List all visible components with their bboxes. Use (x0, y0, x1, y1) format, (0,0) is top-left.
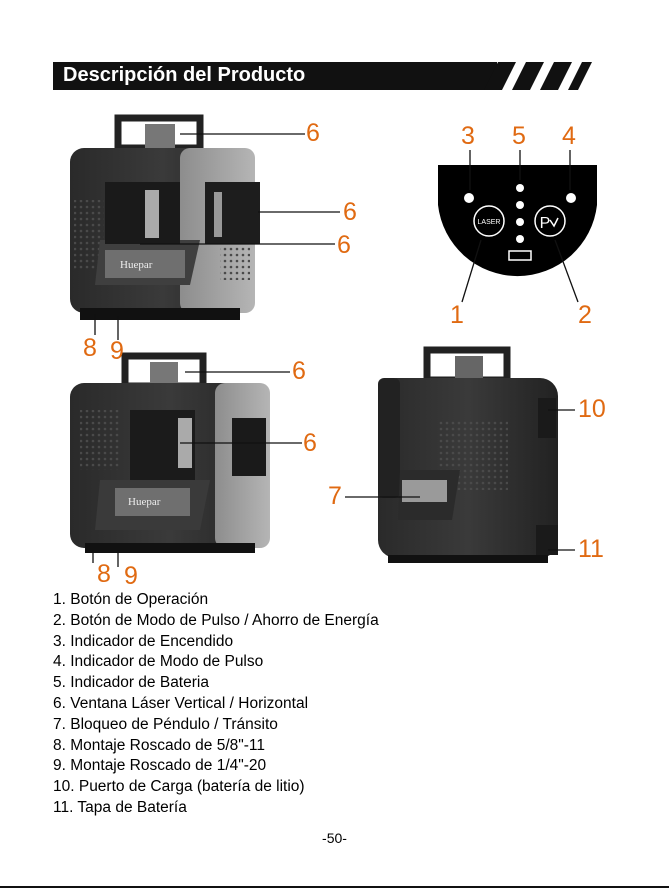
legend-item: 8. Montaje Roscado de 5/8"-11 (53, 736, 266, 754)
leader-lines (92, 133, 579, 567)
callout-8-bottom: 8 (97, 560, 111, 588)
svg-text:Huepar: Huepar (120, 259, 153, 271)
callout-3: 3 (461, 122, 475, 150)
device-rear-view (378, 346, 558, 563)
callout-6-front-window-2: 6 (303, 429, 317, 457)
callout-4: 4 (562, 122, 576, 150)
callout-10: 10 (578, 395, 606, 423)
callout-9-bottom: 9 (124, 562, 138, 590)
legend-item: 10. Puerto de Carga (batería de litio) (53, 778, 305, 796)
section-title-bar: Descripción del Producto (53, 62, 497, 90)
pulse-button-label: P (540, 215, 551, 232)
bottom-rule (0, 886, 669, 888)
callout-6-top-window: 6 (306, 119, 320, 147)
product-illustration: Huepar LASER P Huepar (70, 114, 597, 567)
callout-1: 1 (450, 301, 464, 329)
legend-item: 6. Ventana Láser Vertical / Horizontal (53, 694, 309, 712)
callout-6-front-window: 6 (337, 231, 351, 259)
legend-item: 5. Indicador de Bateria (53, 674, 209, 692)
legend-item: 4. Indicador de Modo de Pulso (53, 653, 264, 671)
legend-item: 9. Montaje Roscado de 1/4"-20 (53, 757, 267, 775)
legend-item: 1. Botón de Operación (53, 591, 209, 608)
device-front-view-2: Huepar (70, 352, 270, 553)
laser-button-label: LASER (478, 219, 501, 226)
callout-6-top-window-2: 6 (292, 357, 306, 385)
parts-legend: 1. Botón de Operación 2. Botón de Modo d… (53, 590, 379, 819)
legend-item: 3. Indicador de Encendido (53, 632, 234, 650)
section-title: Descripción del Producto (63, 64, 306, 86)
callout-9: 9 (110, 337, 124, 365)
callout-11: 11 (578, 535, 604, 563)
callout-7: 7 (328, 482, 342, 510)
control-panel: LASER P (438, 165, 597, 277)
legend-item: 2. Botón de Modo de Pulso / Ahorro de En… (53, 611, 379, 629)
callout-2: 2 (578, 301, 592, 329)
device-front-view-1: Huepar (70, 114, 260, 320)
callout-8: 8 (83, 334, 97, 362)
legend-item: 7. Bloqueo de Péndulo / Tránsito (53, 715, 278, 733)
page-number: -50- (322, 830, 347, 846)
callout-5: 5 (512, 122, 526, 150)
title-stripes-decoration (484, 62, 592, 90)
legend-item: 11. Tapa de Batería (53, 798, 187, 816)
svg-text:Huepar: Huepar (128, 496, 161, 508)
callout-6-side-window: 6 (343, 198, 357, 226)
